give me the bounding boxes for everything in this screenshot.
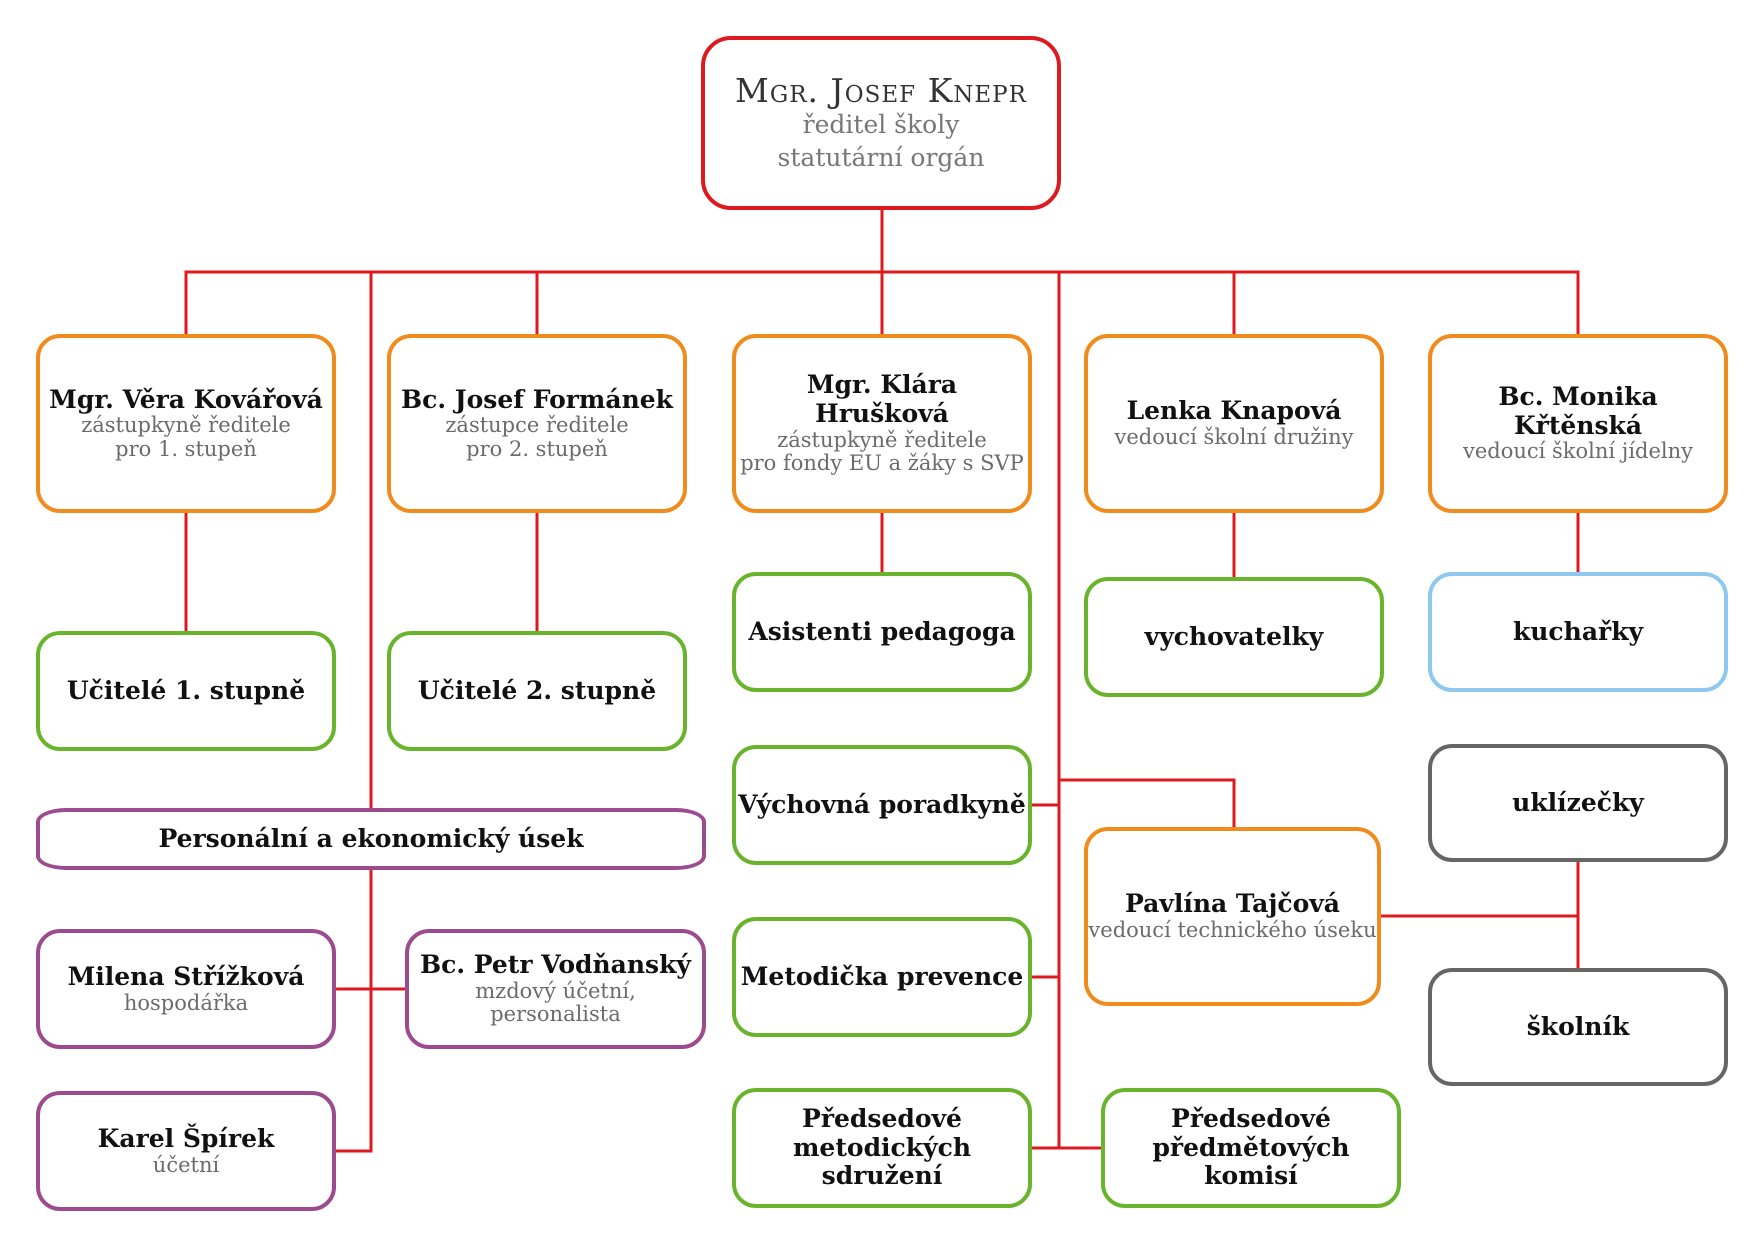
economic-department-box: Personální a ekonomický úsek	[36, 808, 706, 870]
cleaners-label: uklízečky	[1512, 787, 1644, 817]
subject-chairs-label: Předsedové předmětových komisí	[1152, 1103, 1350, 1191]
methodical-chairs-box: Předsedové metodických sdružení	[732, 1088, 1032, 1208]
bursar-name: Milena Střížková	[67, 961, 305, 991]
teaching-assistants-label: Asistenti pedagoga	[748, 616, 1016, 646]
accountant-name: Karel Špírek	[97, 1123, 275, 1153]
tech-head-role: vedoucí technického úseku	[1088, 918, 1377, 943]
accountant-box: Karel Špírek účetní	[36, 1091, 336, 1211]
club-head-box: Lenka Knapová vedoucí školní družiny	[1084, 334, 1384, 513]
tech-head-box: Pavlína Tajčová vedoucí technického úsek…	[1084, 827, 1381, 1006]
teachers-first-stage-box: Učitelé 1. stupně	[36, 631, 336, 751]
educators-box: vychovatelky	[1084, 577, 1384, 697]
tech-head-name: Pavlína Tajčová	[1124, 889, 1340, 919]
deputy-second-stage-role: zástupce ředitele pro 2. stupeň	[445, 413, 629, 461]
club-head-role: vedoucí školní družiny	[1114, 425, 1354, 450]
methodical-chairs-label: Předsedové metodických sdružení	[792, 1103, 972, 1191]
director-statutory-role: statutární orgán	[777, 142, 985, 172]
janitor-label: školník	[1526, 1011, 1630, 1041]
educators-label: vychovatelky	[1144, 621, 1324, 651]
deputy-eu-funds-box: Mgr. Klára Hrušková zástupkyně ředitele …	[732, 334, 1032, 513]
subject-chairs-box: Předsedové předmětových komisí	[1101, 1088, 1401, 1208]
teachers-second-stage-box: Učitelé 2. stupně	[387, 631, 687, 751]
director-box: Mgr. Josef Knepr ředitel školy statutárn…	[701, 36, 1061, 210]
prevention-methodist-box: Metodička prevence	[732, 917, 1032, 1037]
educational-advisor-label: Výchovná poradkyně	[738, 789, 1026, 819]
canteen-head-box: Bc. Monika Křtěnská vedoucí školní jídel…	[1428, 334, 1728, 513]
bursar-role: hospodářka	[123, 990, 249, 1015]
prevention-methodist-label: Metodička prevence	[740, 961, 1024, 991]
janitor-box: školník	[1428, 968, 1728, 1086]
deputy-first-stage-name: Mgr. Věra Kovářová	[49, 384, 323, 414]
teachers-second-stage-label: Učitelé 2. stupně	[417, 675, 657, 705]
deputy-eu-funds-role: zástupkyně ředitele pro fondy EU a žáky …	[740, 427, 1024, 476]
cooks-label: kuchařky	[1512, 616, 1644, 646]
cooks-box: kuchařky	[1428, 572, 1728, 692]
bursar-box: Milena Střížková hospodářka	[36, 929, 336, 1049]
director-title: ředitel školy	[802, 110, 960, 140]
teachers-first-stage-label: Učitelé 1. stupně	[66, 675, 306, 705]
deputy-second-stage-name: Bc. Josef Formánek	[401, 384, 673, 414]
deputy-first-stage-role: zástupkyně ředitele pro 1. stupeň	[81, 413, 291, 461]
canteen-head-role: vedoucí školní jídelny	[1462, 439, 1694, 464]
economic-department-label: Personální a ekonomický úsek	[158, 823, 584, 853]
deputy-first-stage-box: Mgr. Věra Kovářová zástupkyně ředitele p…	[36, 334, 336, 513]
club-head-name: Lenka Knapová	[1126, 396, 1342, 426]
accountant-role: účetní	[152, 1152, 220, 1177]
connector-tech-head	[1057, 778, 1236, 829]
canteen-head-name: Bc. Monika Křtěnská	[1498, 381, 1658, 440]
teaching-assistants-box: Asistenti pedagoga	[732, 572, 1032, 692]
payroll-box: Bc. Petr Vodňanský mzdový účetní, person…	[405, 929, 706, 1049]
deputy-second-stage-box: Bc. Josef Formánek zástupce ředitele pro…	[387, 334, 687, 513]
deputy-eu-funds-name: Mgr. Klára Hrušková	[806, 370, 958, 428]
educational-advisor-box: Výchovná poradkyně	[732, 745, 1032, 865]
payroll-role: mzdový účetní, personalista	[475, 978, 636, 1027]
payroll-name: Bc. Petr Vodňanský	[420, 950, 691, 980]
cleaners-box: uklízečky	[1428, 744, 1728, 862]
director-name: Mgr. Josef Knepr	[735, 70, 1027, 110]
